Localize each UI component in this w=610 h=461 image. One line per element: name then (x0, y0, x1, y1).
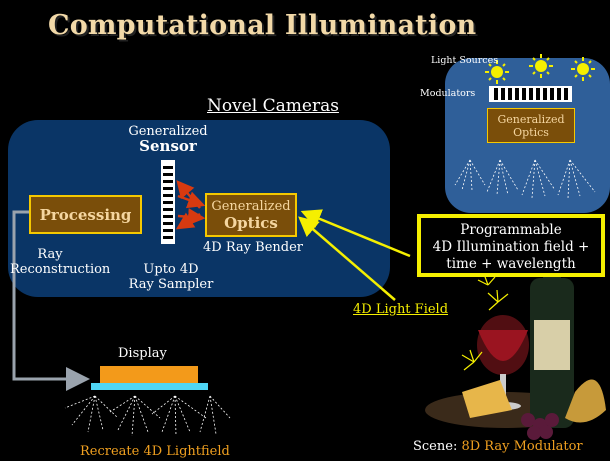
scene-label: Scene: 8D Ray Modulator (413, 439, 583, 454)
ray-sampler-sensor (161, 160, 175, 244)
illum-optics-line-2: Optics (513, 126, 549, 139)
light-field-label: 4D Light Field (353, 302, 449, 317)
sun-icon (485, 60, 509, 84)
programmable-line-1: Programmable (460, 222, 562, 238)
light-field-arrows (298, 209, 411, 301)
sensor-optics-rays (175, 180, 206, 230)
display-ray-fans (64, 395, 231, 437)
optics-label-top: Generalized (211, 199, 291, 214)
sensor-label-top: Generalized (128, 124, 208, 139)
illum-optics-line-1: Generalized (497, 113, 565, 126)
programmable-line-3: time + wavelength (446, 256, 576, 272)
programmable-line-2: 4D Illumination field + (432, 239, 590, 255)
ray-reconstruction-label: Ray Reconstruction (10, 247, 111, 277)
light-sources-label: Light Sources (431, 55, 499, 66)
scene-highlight: 8D Ray Modulator (461, 439, 583, 454)
display-base (91, 383, 208, 390)
generalized-optics-box: Generalized Optics (205, 193, 297, 237)
slide-title: Computational Illumination (48, 10, 477, 41)
optics-label-bold: Optics (224, 214, 278, 232)
scene-still-life-illustration (425, 240, 606, 440)
ray-sampler-label: Upto 4D Ray Sampler (118, 262, 224, 292)
recreate-lightfield-label: Recreate 4D Lightfield (80, 444, 230, 459)
illumination-ray-fans (454, 159, 596, 199)
processing-box: Processing (29, 195, 142, 234)
display-label: Display (118, 346, 167, 361)
ray-reconstruction-line-2: Reconstruction (10, 262, 111, 277)
ray-sampler-line-1: Upto 4D (143, 262, 199, 277)
display-screen (100, 366, 198, 383)
modulators-label: Modulators (420, 88, 476, 99)
modulator-bar (489, 86, 572, 102)
programmable-illumination-box: Programmable 4D Illumination field + tim… (417, 214, 605, 277)
sun-icon (571, 57, 595, 81)
sun-icon (529, 54, 553, 78)
sensor-label-bold: Sensor (139, 137, 197, 155)
processing-to-display-arrow (12, 210, 90, 391)
ray-bender-label: 4D Ray Bender (203, 240, 303, 255)
novel-cameras-heading: Novel Cameras (207, 96, 339, 116)
scene-prefix: Scene: (413, 439, 462, 454)
ray-sampler-line-2: Ray Sampler (128, 277, 214, 292)
illumination-optics-box: Generalized Optics (487, 108, 575, 143)
sensor-label: Generalized Sensor (120, 124, 216, 154)
ray-reconstruction-line-1: Ray (37, 247, 63, 262)
